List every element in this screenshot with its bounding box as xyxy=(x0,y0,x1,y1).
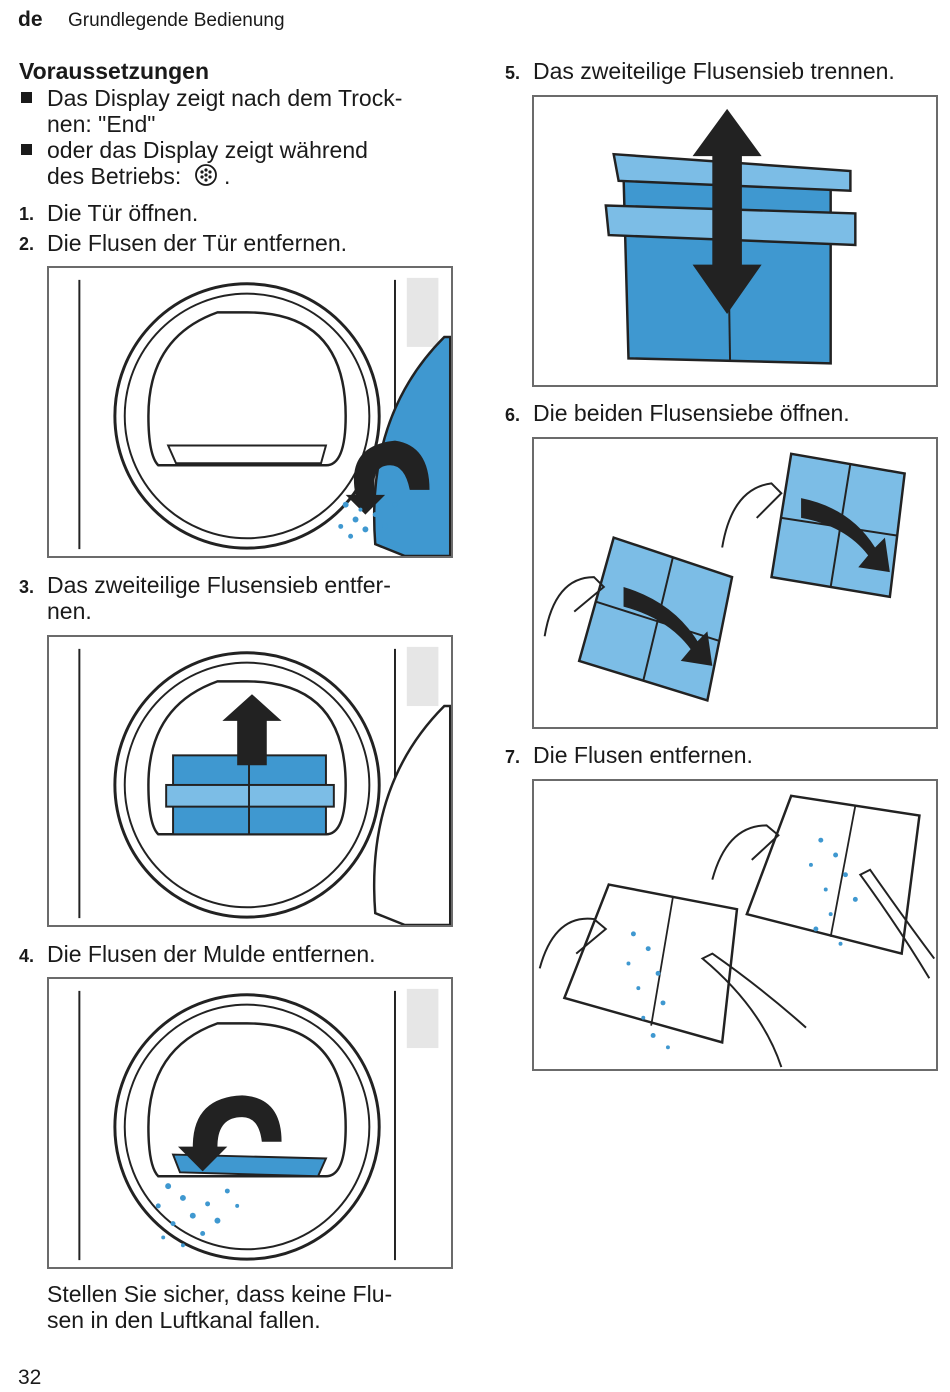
figure-door-lint xyxy=(47,266,453,558)
step-2-text: Die Flusen der Tür entfernen. xyxy=(47,230,348,256)
step-6-number: 6. xyxy=(505,405,521,425)
step-7-number: 7. xyxy=(505,747,521,767)
bullet-2-period: . xyxy=(224,163,231,189)
note-line1: Stellen Sie sicher, dass keine Flu- xyxy=(47,1281,393,1307)
step-5-text: Das zweiteilige Flusensieb trennen. xyxy=(533,58,895,84)
bullet-2-line1: oder das Display zeigt während xyxy=(47,137,368,163)
step-5-number: 5. xyxy=(505,63,521,83)
lint-filter-symbol-icon xyxy=(194,164,217,186)
figure-remove-lint xyxy=(532,779,938,1071)
language-code: de xyxy=(18,8,43,31)
page-number: 32 xyxy=(18,1366,42,1389)
step-3-line1: Das zweiteilige Flusensieb entfer- xyxy=(47,572,391,598)
step-1-text: Die Tür öffnen. xyxy=(47,200,199,226)
step-1-number: 1. xyxy=(19,204,35,224)
step-3-number: 3. xyxy=(19,577,35,597)
figure-open-filters xyxy=(532,437,938,729)
figure-remove-filter xyxy=(47,635,453,927)
step-2-number: 2. xyxy=(19,234,35,254)
figure-separate-filter xyxy=(532,95,938,387)
note-line2: sen in den Luftkanal fallen. xyxy=(47,1307,321,1333)
step-3-line2: nen. xyxy=(47,598,92,624)
bullet-square xyxy=(21,92,32,103)
step-4-number: 4. xyxy=(19,946,35,966)
bullet-1-line1: Das Display zeigt nach dem Trock- xyxy=(47,85,403,111)
bullet-1-line2: nen: "End" xyxy=(47,111,156,137)
prerequisites-heading: Voraussetzungen xyxy=(19,58,209,84)
step-7-text: Die Flusen entfernen. xyxy=(533,742,753,768)
figure-trough-lint xyxy=(47,977,453,1269)
bullet-2-text: des Betriebs: xyxy=(47,163,182,189)
bullet-square xyxy=(21,144,32,155)
bullet-2-line2: des Betriebs: . xyxy=(47,163,230,189)
step-4-text: Die Flusen der Mulde entfernen. xyxy=(47,941,376,967)
section-title: Grundlegende Bedienung xyxy=(68,10,285,31)
step-6-text: Die beiden Flusensiebe öffnen. xyxy=(533,400,850,426)
